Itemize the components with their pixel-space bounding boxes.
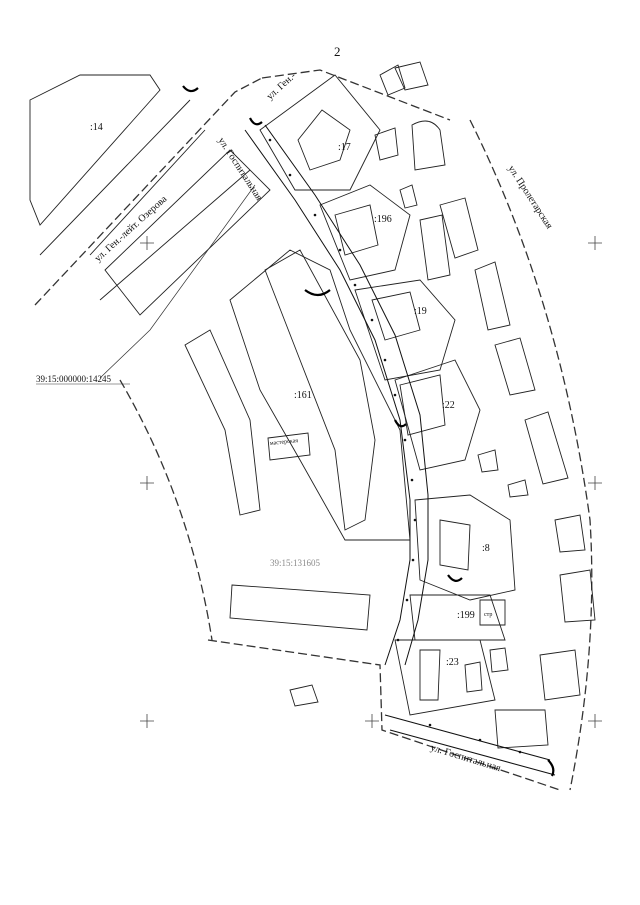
building-mastersk	[267, 432, 311, 461]
block-19	[354, 279, 456, 381]
survey-arc-6	[547, 759, 555, 777]
parcel-label-196: :196	[374, 214, 392, 225]
street-label-gospitalnaya-top: ул. Госпитальная	[215, 136, 264, 203]
parcel-label-8: :8	[482, 543, 490, 554]
quarter-boundary-right	[469, 119, 593, 791]
building-r8	[524, 411, 569, 485]
building-r3	[411, 120, 446, 171]
building-r9	[554, 514, 586, 553]
building-r4	[374, 127, 399, 161]
building-r15	[477, 449, 499, 473]
building-r16	[507, 479, 529, 498]
block-199	[409, 594, 506, 641]
building-small-bottom	[289, 684, 319, 707]
quarter-boundary-outer-arc	[119, 379, 213, 641]
road-edge-2	[89, 129, 206, 256]
building-19	[371, 291, 421, 341]
block-14	[29, 74, 161, 226]
building-r14	[419, 214, 451, 281]
building-r18	[489, 647, 509, 673]
building-r12	[494, 709, 549, 749]
survey-arc-1	[182, 85, 199, 93]
cadastral-block-label: 39:15:131605	[270, 558, 321, 568]
survey-arc-4	[394, 419, 407, 428]
quarter-boundary-left	[34, 77, 263, 306]
street-centerline-1	[244, 129, 411, 666]
street-bottom-1	[384, 714, 551, 761]
boundary-top-right	[261, 69, 451, 121]
curve-building-left	[184, 329, 261, 516]
block-22	[394, 359, 481, 471]
parcel-label-22: :22	[442, 400, 455, 411]
road-edge-1	[39, 99, 191, 256]
cadastral-quarter-label: 39:15:000000:14245	[36, 374, 112, 384]
parcel-label-14: :14	[90, 122, 103, 133]
building-r5	[439, 197, 479, 259]
building-label-stroi: стр	[484, 612, 492, 618]
block-196	[319, 184, 411, 281]
parcel-label-19: :19	[414, 306, 427, 317]
parcel-label-23: :23	[446, 657, 459, 668]
building-8	[439, 519, 471, 571]
page-number: 2	[334, 44, 341, 59]
building-r13	[399, 184, 418, 209]
street-boundary-bottom	[207, 639, 561, 791]
long-building-1	[104, 149, 271, 316]
block-23	[394, 639, 496, 716]
building-r11	[539, 649, 581, 701]
survey-arc-3	[304, 289, 331, 297]
block-161	[229, 249, 411, 541]
street-label-gen-ozerova: ул. Ген.-лейт. Озерова	[93, 193, 170, 264]
building-r7	[494, 337, 536, 396]
survey-arc-5	[447, 574, 463, 582]
building-r1	[379, 64, 406, 96]
building-23	[419, 649, 441, 701]
building-17	[297, 109, 351, 171]
road-ozerova-lower	[99, 169, 251, 301]
block-17	[259, 74, 381, 191]
parcel-label-17: :17	[338, 142, 351, 153]
building-r10	[559, 569, 596, 623]
block-8	[414, 494, 516, 601]
building-label-mastersk: мастерская	[270, 438, 299, 447]
building-bottom-long	[229, 584, 371, 631]
building-r6	[474, 261, 511, 331]
street-label-proletarskaya: ул. Пролетарская	[505, 164, 554, 232]
street-centerline-2	[264, 124, 429, 666]
long-building-161	[264, 249, 376, 531]
building-r17	[464, 661, 483, 693]
building-196	[334, 204, 379, 256]
survey-arc-2	[249, 117, 263, 126]
parcel-label-161: :161	[294, 390, 312, 401]
street-label-gospitalnaya-bottom: ул. Госпитальная	[429, 742, 502, 774]
parcel-label-199: :199	[457, 610, 475, 621]
street-bottom-2	[389, 729, 556, 776]
building-stroi	[479, 599, 506, 626]
building-22	[399, 374, 446, 436]
building-r2	[394, 61, 429, 91]
